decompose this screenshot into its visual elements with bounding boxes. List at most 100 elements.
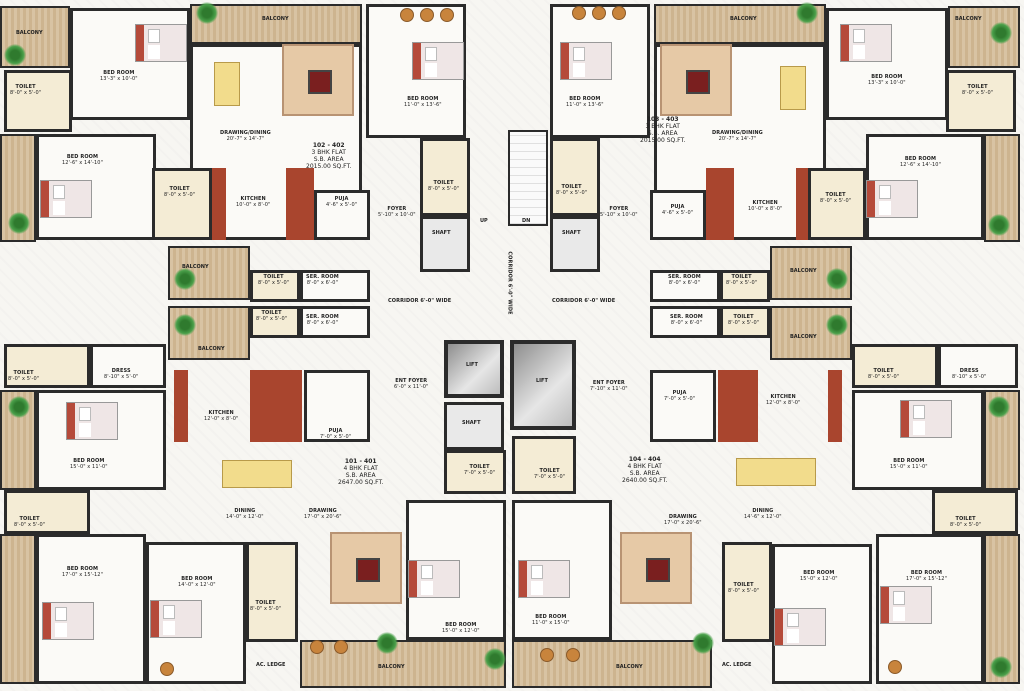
lift-left — [444, 340, 504, 398]
chair-icon — [572, 6, 586, 20]
plant-icon — [8, 396, 30, 418]
plant-icon — [826, 268, 848, 290]
staircase — [508, 130, 548, 226]
room-puja-bl — [304, 370, 370, 442]
shaft-tl — [420, 216, 470, 272]
dining-table-icon — [214, 62, 240, 106]
bed-icon — [518, 560, 570, 598]
label-corridor-right: CORRIDOR 6'-0" WIDE — [552, 298, 616, 304]
room-toilet-tl2 — [152, 168, 212, 240]
stair-up-label: UP — [480, 218, 488, 224]
chair-icon — [566, 648, 580, 662]
kitchen-counter — [212, 168, 226, 240]
plant-icon — [796, 2, 818, 24]
bed-icon — [408, 560, 460, 598]
room-toilet-c2 — [512, 436, 576, 494]
lift-left-label: LIFT — [466, 362, 478, 368]
chair-icon — [334, 640, 348, 654]
plant-icon — [4, 44, 26, 66]
balcony-tl-side — [0, 134, 36, 242]
kitchen-counter — [286, 168, 314, 240]
shaft-tr — [550, 216, 600, 272]
balcony-tr-top2-label: BALCONY — [955, 16, 982, 22]
balcony-ml2-label: BALCONY — [198, 346, 225, 352]
label-corridor-left: CORRIDOR 6'-0" WIDE — [388, 298, 452, 304]
bed-icon — [774, 608, 826, 646]
balcony-tr-top2 — [948, 6, 1020, 68]
room-toilet-bl1 — [4, 344, 90, 388]
balcony-ml1-label: BALCONY — [182, 264, 209, 270]
chair-icon — [400, 8, 414, 22]
kitchen-counter — [250, 370, 302, 442]
room-bed-bl1 — [36, 390, 166, 490]
bed-icon — [42, 602, 94, 640]
plant-icon — [174, 268, 196, 290]
plant-icon — [376, 632, 398, 654]
sofa-icon — [330, 532, 402, 604]
dining-table-icon — [222, 460, 292, 488]
room-ser-ml2 — [300, 306, 370, 338]
bed-icon — [560, 42, 612, 80]
balcony-tl-top2 — [190, 4, 362, 44]
ac-ledge-right-label: AC. LEDGE — [722, 662, 752, 668]
plant-icon — [174, 314, 196, 336]
chair-icon — [420, 8, 434, 22]
room-pooja-tl — [314, 190, 370, 240]
balcony-br-bottom — [512, 640, 712, 688]
kitchen-counter — [174, 370, 188, 442]
room-toilet-tr2 — [808, 168, 866, 240]
chair-icon — [612, 6, 626, 20]
shaft-tl-label: SHAFT — [432, 230, 451, 236]
balcony-tl-top-label: BALCONY — [16, 30, 43, 36]
room-dress-br — [938, 344, 1018, 388]
sofa-icon — [282, 44, 354, 116]
plant-icon — [990, 656, 1012, 678]
lift-right-label: LIFT — [536, 378, 548, 384]
room-toilet-mr1 — [720, 270, 770, 302]
balcony-mr1-label: BALCONY — [790, 268, 817, 274]
shaft-center — [444, 402, 504, 450]
balcony-tr-top-label: BALCONY — [730, 16, 757, 22]
room-toilet-br1 — [852, 344, 938, 388]
bed-icon — [866, 180, 918, 218]
balcony-bl-side2 — [0, 534, 36, 684]
room-toilet-tr3 — [550, 138, 600, 216]
room-pooja-tr — [650, 190, 706, 240]
chair-icon — [440, 8, 454, 22]
